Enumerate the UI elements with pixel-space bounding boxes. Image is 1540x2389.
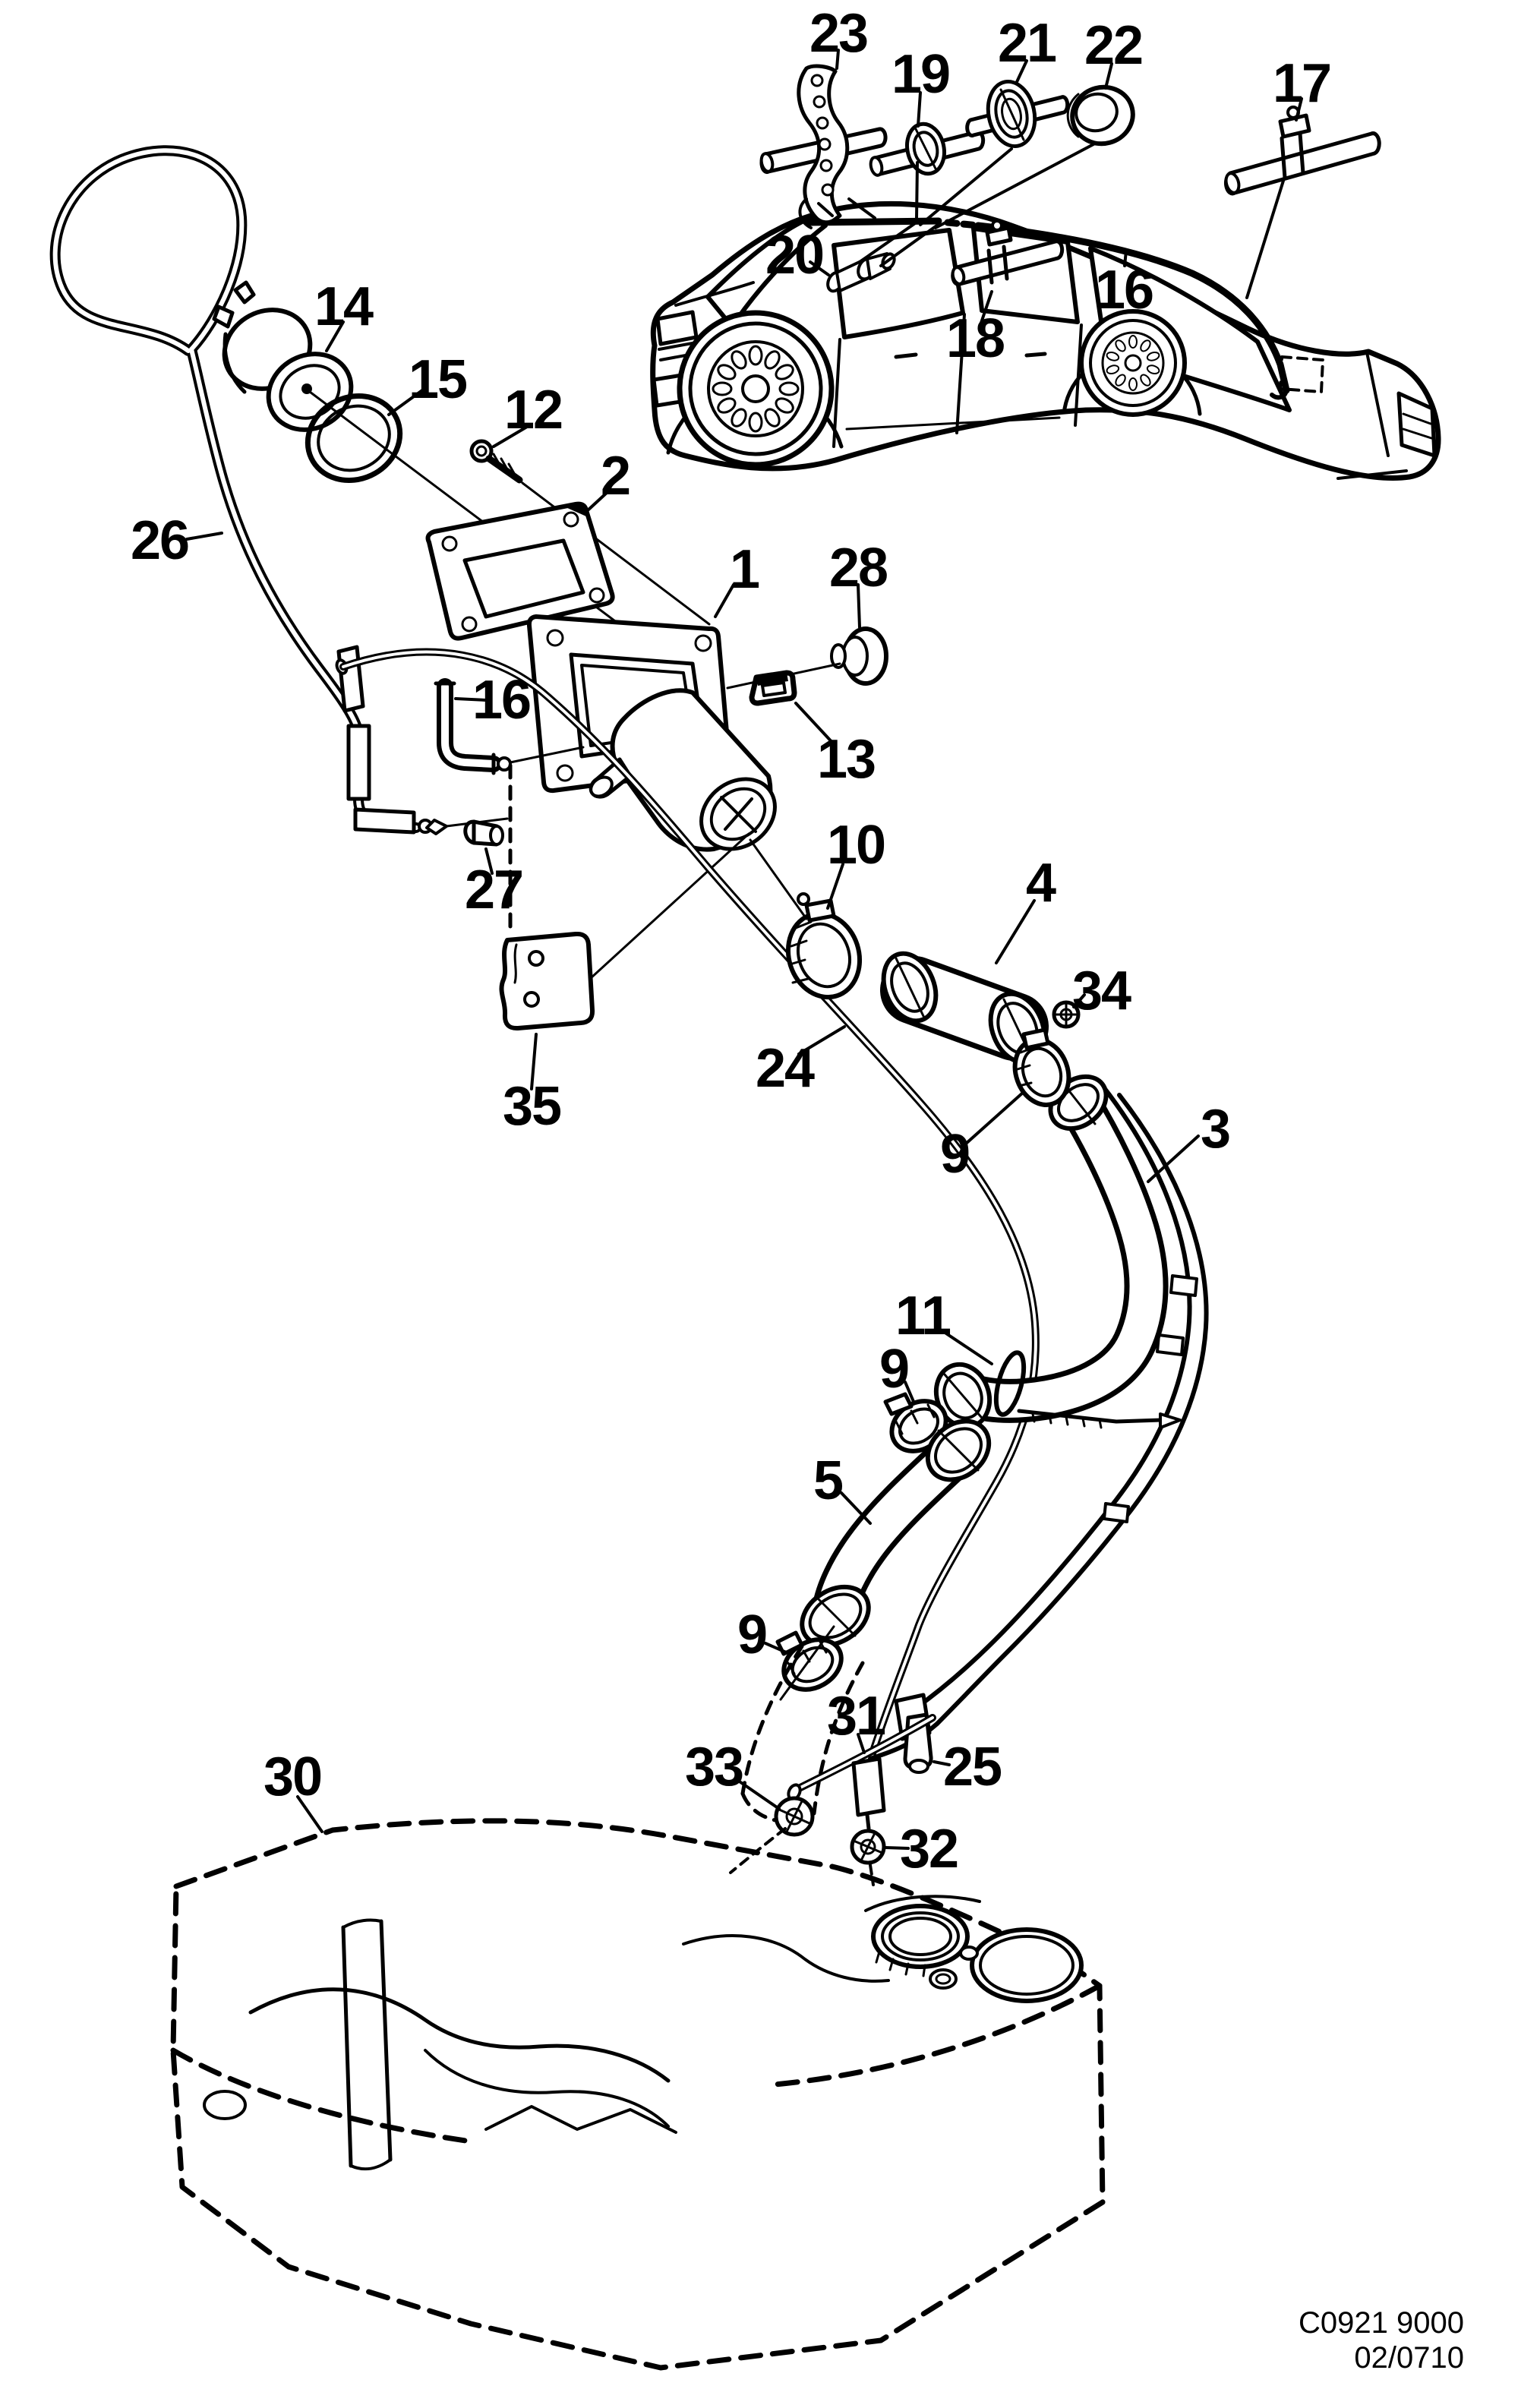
drawing-revision: 02/0710: [1354, 2341, 1464, 2375]
part-16-elbow-hose: [434, 678, 585, 775]
callout-24-19: 24: [755, 1038, 815, 1099]
part-5-hose: [800, 1419, 992, 1648]
callout-33-30: 33: [684, 1737, 744, 1797]
part-3-filler-pipe: [933, 1074, 1200, 1430]
callout-2-11: 2: [600, 446, 631, 507]
callout-5-27: 5: [813, 1450, 844, 1511]
callout-30-33: 30: [263, 1747, 323, 1807]
callout-17-4: 17: [1272, 53, 1332, 114]
front-wheel: [677, 310, 835, 468]
part-24-vent-hose: [335, 648, 1040, 1759]
part-15-o-ring: [305, 389, 424, 484]
callout-35-18: 35: [502, 1076, 562, 1137]
callout-4-21: 4: [1025, 853, 1056, 914]
callout-18-6: 18: [945, 308, 1005, 369]
part-13-clip: [749, 670, 837, 747]
headlight: [655, 310, 699, 346]
leader-16-car: [1123, 249, 1128, 267]
part-17-clamp-pipe: [1223, 97, 1381, 299]
callout-28-13: 28: [828, 538, 888, 598]
callout-34-22: 34: [1071, 961, 1131, 1021]
part-32-clamp: [850, 1756, 910, 1886]
part-10-hose-clamp: [749, 838, 863, 1000]
tail-light: [1396, 391, 1437, 458]
callout-15-9: 15: [408, 349, 468, 410]
vent-pipes-thin: [868, 1084, 1209, 1761]
part-20-valve: [809, 220, 939, 293]
callout-3-24: 3: [1200, 1099, 1231, 1160]
callout-21-2: 21: [997, 13, 1057, 74]
callout-32-32: 32: [899, 1819, 959, 1879]
part-34-ring-clamp: [1052, 993, 1086, 1029]
callout-26-14: 26: [130, 510, 190, 571]
callout-23-0: 23: [809, 3, 869, 64]
part-31-vent-pipe: [787, 1714, 936, 1801]
rear-wheel: [1079, 309, 1187, 417]
drawing-code: C0921 9000: [1299, 2306, 1464, 2340]
part-2-gasket-frame: [425, 491, 615, 641]
callout-11-25: 11: [895, 1286, 951, 1346]
part-19-grommet: [869, 91, 986, 220]
part-23-bracket: [759, 49, 888, 229]
part-33-clamp: [729, 1777, 815, 1874]
part-1-filler-housing: [526, 583, 777, 852]
part-28-plug: [726, 583, 888, 690]
part-9-clamp-upper: [964, 1027, 1071, 1145]
callout-20-5: 20: [765, 225, 825, 286]
part-12-screw: [469, 425, 711, 626]
callout-16-15: 16: [472, 670, 532, 731]
dashed-filler-neck: [740, 1644, 865, 1824]
part-30-fuel-tank: [170, 1795, 1106, 2371]
part-27-pin: [463, 819, 504, 875]
part-21-grommet: [919, 59, 1070, 226]
drawing-number: C0921 9000 02/0710: [1299, 2305, 1464, 2375]
tank-filler-openings: [871, 1904, 1084, 2003]
part-18-clamp-pipe: [951, 219, 1065, 327]
callout-1-12: 1: [729, 539, 760, 600]
callout-9-28: 9: [737, 1605, 768, 1665]
callout-10-20: 10: [826, 815, 886, 876]
callout-27-17: 27: [464, 860, 524, 920]
callout-13-16: 13: [816, 729, 876, 790]
callout-14-8: 14: [314, 276, 374, 337]
callout-16-7: 16: [1094, 260, 1154, 320]
part-35-bracket: [499, 832, 750, 1090]
callout-25-31: 25: [942, 1737, 1002, 1797]
callout-19-1: 19: [891, 44, 951, 105]
callout-31-29: 31: [826, 1686, 886, 1747]
callout-9-26: 9: [879, 1339, 910, 1400]
callout-9-23: 9: [939, 1124, 970, 1185]
callout-22-3: 22: [1084, 15, 1144, 76]
part-22-plug-cap: [934, 62, 1135, 229]
callout-12-10: 12: [503, 380, 563, 440]
part-11-cable-tie: [940, 1329, 1182, 1429]
